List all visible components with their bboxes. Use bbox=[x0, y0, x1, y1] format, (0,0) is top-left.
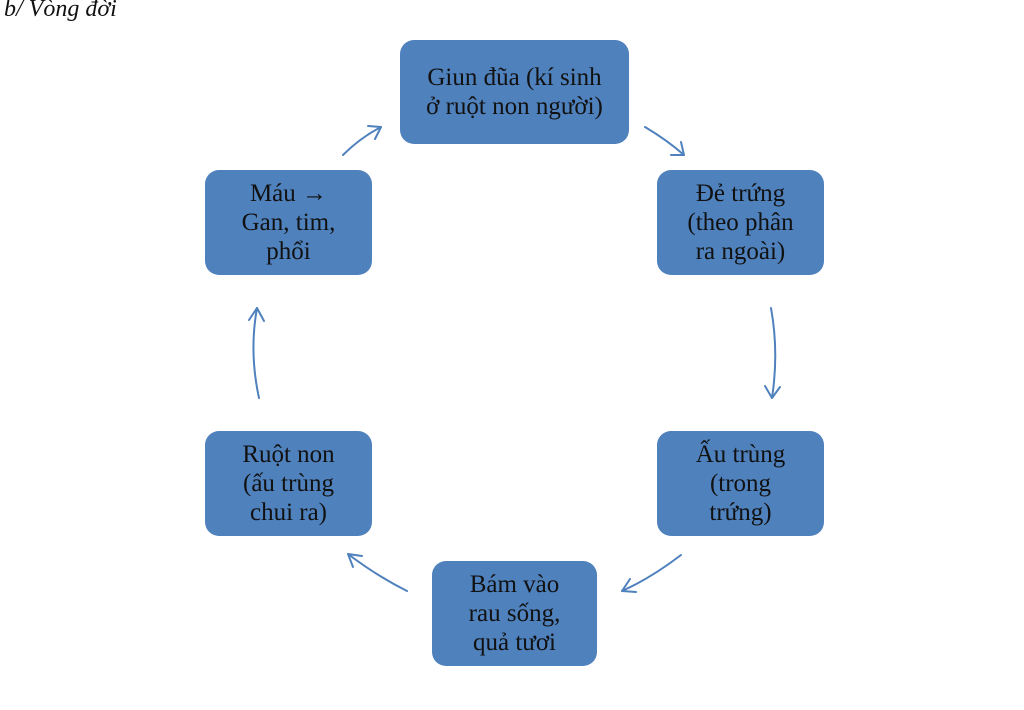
arrowhead-de-trung-to-au-trung bbox=[764, 385, 781, 399]
node-bam-vao-rau: Bám vào rau sống, quả tươi bbox=[432, 561, 597, 666]
node-line: Đẻ trứng bbox=[695, 180, 786, 207]
node-line: (ấu trùng bbox=[243, 470, 334, 497]
node-line: ở ruột non người) bbox=[426, 93, 603, 120]
node-line: ra ngoài) bbox=[695, 238, 786, 265]
arrow-au-trung-to-bam-vao-rau bbox=[621, 554, 682, 592]
section-heading: b/ Vòng đời bbox=[4, 0, 117, 22]
node-giun-dua: Giun đũa (kí sinh ở ruột non người) bbox=[400, 40, 629, 144]
node-mau-text: Máu → Gan, tim, phổi bbox=[242, 179, 336, 266]
node-line: Ấu trùng bbox=[695, 441, 786, 468]
node-line: quả tươi bbox=[472, 629, 556, 656]
node-au-trung-trong-trung: Ấu trùng (trong trứng) bbox=[657, 431, 824, 536]
node-line: (theo phân bbox=[687, 209, 794, 236]
node-ruot-non-text: Ruột non (ấu trùng chui ra) bbox=[242, 440, 334, 527]
node-line: Ruột non bbox=[242, 441, 335, 468]
node-line: Máu → bbox=[249, 180, 328, 207]
arrowhead-giun-dua-to-de-trung bbox=[670, 141, 685, 156]
node-ruot-non: Ruột non (ấu trùng chui ra) bbox=[205, 431, 372, 536]
node-line: Bám vào bbox=[469, 571, 560, 598]
node-mau-gan-tim-phoi: Máu → Gan, tim, phổi bbox=[205, 170, 372, 275]
node-line: trứng) bbox=[709, 499, 772, 526]
arrowhead-mau-to-giun-dua bbox=[367, 125, 382, 140]
arrowhead-ruot-non-to-mau bbox=[248, 307, 265, 322]
node-au-trung-text: Ấu trùng (trong trứng) bbox=[696, 440, 786, 527]
arrow-giun-dua-to-de-trung bbox=[644, 126, 685, 156]
node-de-trung: Đẻ trứng (theo phân ra ngoài) bbox=[657, 170, 824, 275]
arrowhead-au-trung-to-bam-vao-rau bbox=[621, 578, 637, 593]
node-de-trung-text: Đẻ trứng (theo phân ra ngoài) bbox=[687, 179, 793, 266]
arrow-de-trung-to-au-trung bbox=[770, 307, 777, 399]
arrow-ruot-non-to-mau bbox=[252, 307, 260, 399]
node-giun-dua-text: Giun đũa (kí sinh ở ruột non người) bbox=[426, 63, 603, 121]
arrow-bam-vao-rau-to-ruot-non bbox=[347, 553, 408, 592]
node-line: Gan, tim, bbox=[241, 209, 336, 236]
arrowhead-bam-vao-rau-to-ruot-non bbox=[347, 553, 363, 568]
node-line: Giun đũa (kí sinh bbox=[427, 64, 602, 91]
arrow-mau-to-giun-dua bbox=[342, 126, 382, 156]
node-line: chui ra) bbox=[249, 499, 328, 526]
node-line: phổi bbox=[266, 238, 311, 265]
node-bam-vao-rau-text: Bám vào rau sống, quả tươi bbox=[469, 570, 561, 657]
node-line: rau sống, bbox=[468, 600, 561, 627]
node-line: (trong bbox=[709, 470, 772, 497]
